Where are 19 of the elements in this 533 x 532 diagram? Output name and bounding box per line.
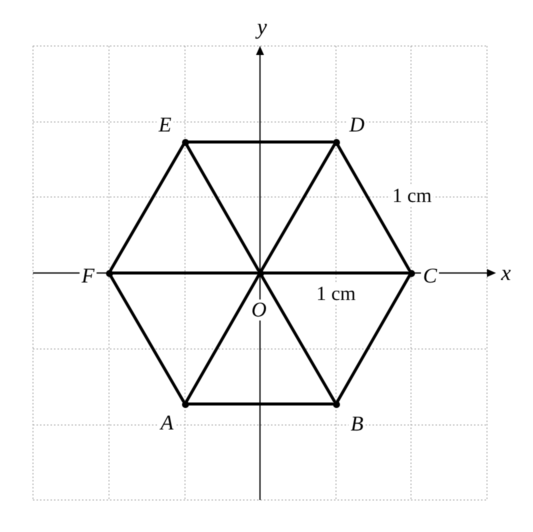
- vertex-point: [106, 270, 112, 276]
- vertex-point: [182, 138, 188, 146]
- edge-label: 1 cm: [390, 186, 434, 206]
- vertex-label: O: [249, 300, 269, 320]
- hexagon-line: [185, 144, 260, 272]
- axis-label: x: [501, 262, 511, 284]
- hexagon-line: [260, 274, 336, 402]
- hexagon-line: [262, 272, 409, 274]
- axis-label: y: [257, 16, 267, 38]
- hexagon-line: [187, 140, 334, 144]
- hexagon-line: [260, 144, 336, 272]
- hexagon-line: [187, 402, 334, 406]
- hexagon-line: [336, 144, 411, 272]
- hexagon-line: [109, 274, 185, 402]
- hexagon-line: [336, 274, 411, 402]
- vertex-point: [332, 138, 340, 146]
- hexagon-line: [109, 144, 185, 272]
- hexagon-line: [111, 272, 258, 274]
- hexagon-line: [185, 274, 260, 402]
